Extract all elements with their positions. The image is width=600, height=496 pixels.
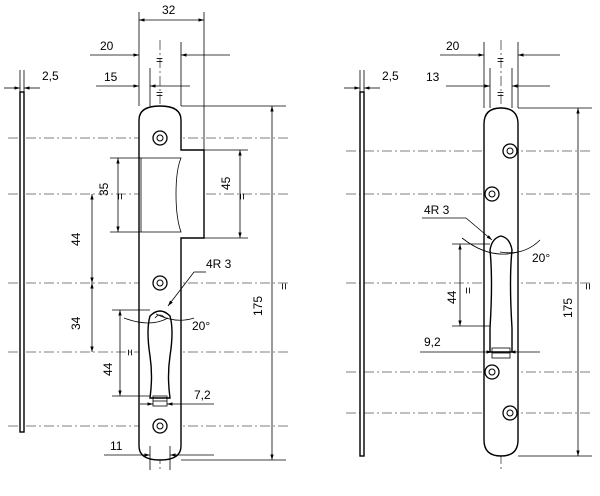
dim-20: 20 <box>446 39 460 53</box>
dim-9-2: 9,2 <box>424 335 441 349</box>
label-radius: 4R 3 <box>206 257 232 271</box>
dim-width-top: 32 <box>162 3 176 17</box>
dim-175: 175 <box>251 296 265 316</box>
dim-7-2: 7,2 <box>194 388 211 402</box>
label-radius: 4R 3 <box>424 203 450 217</box>
lower-slot <box>147 310 173 399</box>
screw-hole <box>152 418 168 434</box>
screw-hole <box>152 130 168 146</box>
screw-hole <box>502 405 518 421</box>
screw-hole <box>484 364 500 380</box>
dim-20: 20 <box>100 39 114 53</box>
dim-13: 13 <box>426 70 440 84</box>
equal-mark: = <box>277 283 291 290</box>
dim-thickness: 2,5 <box>42 69 59 83</box>
keeper-slot <box>489 235 513 353</box>
dim-11: 11 <box>110 439 123 453</box>
dim-34: 34 <box>69 316 83 330</box>
dim-175: 175 <box>561 298 575 318</box>
label-angle: 20° <box>192 319 210 333</box>
equal-mark: = <box>235 193 249 200</box>
equal-mark: = <box>156 87 163 101</box>
equal-mark: = <box>461 287 475 294</box>
dim-44: 44 <box>445 290 459 304</box>
screw-hole <box>484 186 500 202</box>
dim-45: 45 <box>219 176 233 190</box>
dim-35: 35 <box>97 182 111 196</box>
screw-hole <box>502 143 518 159</box>
dim-44-top: 44 <box>69 232 83 246</box>
equal-mark: = <box>497 53 504 67</box>
equal-mark: = <box>123 349 137 356</box>
equal-mark: = <box>497 87 504 101</box>
label-angle: 20° <box>532 251 550 265</box>
left-view: 2,5 32 = = <box>4 3 291 470</box>
right-view: 2,5 20 = <box>344 39 595 470</box>
side-profile-plate <box>359 91 365 457</box>
screw-hole <box>152 275 168 291</box>
dim-15: 15 <box>104 70 118 84</box>
upper-opening <box>140 157 182 233</box>
dim-44-bottom: 44 <box>101 362 115 376</box>
side-profile-plate <box>19 91 25 433</box>
dim-thickness: 2,5 <box>382 69 399 83</box>
equal-mark: = <box>113 193 127 200</box>
equal-mark: = <box>581 283 595 290</box>
equal-mark: = <box>156 53 163 67</box>
